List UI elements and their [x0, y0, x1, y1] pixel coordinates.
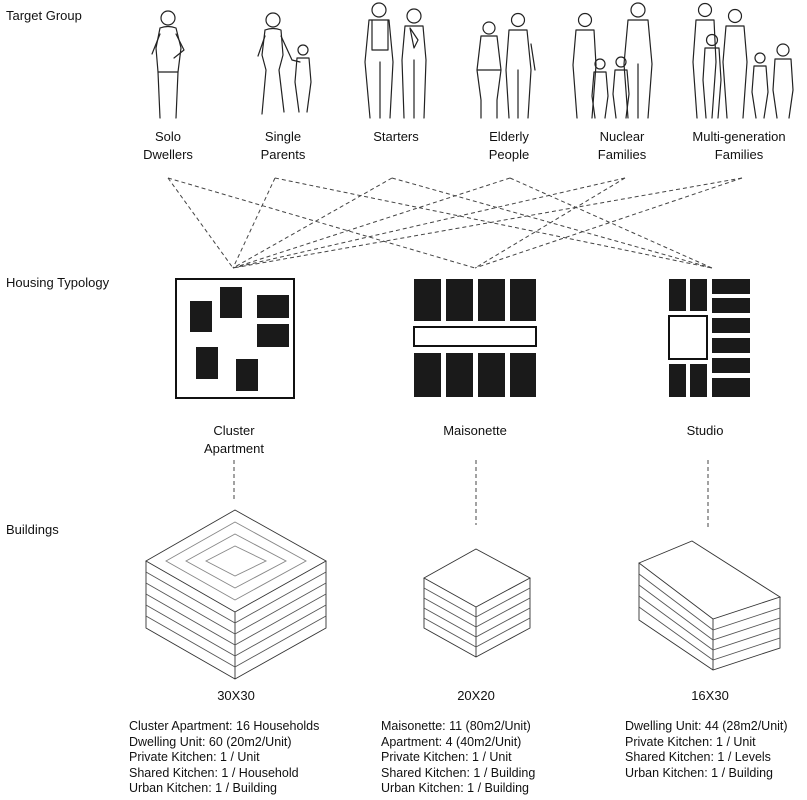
target-group-label-starters: Starters — [373, 129, 419, 144]
building-dimension-30x30: 30X30 — [217, 688, 255, 703]
target-group-label-nuclear-families: Nuclear Families — [597, 129, 647, 162]
couple-figure-icon — [364, 2, 427, 119]
elderly-couple-figure-icon — [476, 12, 536, 119]
building-dimension-16x30: 16X30 — [691, 688, 729, 703]
target-group-label-solo-dwellers: Solo Dwellers — [143, 129, 193, 162]
spec-line: Maisonette: 11 (80m2/Unit) — [381, 719, 531, 733]
cluster-apartment-plan-icon — [175, 278, 295, 399]
nuclear-family-figure-icon — [572, 2, 653, 119]
target-group-label-multi-generation-families: Multi-generation Families — [692, 129, 786, 162]
spec-line: Private Kitchen: 1 / Unit — [129, 750, 260, 764]
section-label-housing-typology: Housing Typology — [6, 275, 110, 290]
building-dimension-20x20: 20X20 — [457, 688, 495, 703]
spec-line: Urban Kitchen: 1 / Building — [381, 781, 530, 795]
spec-line: Private Kitchen: 1 / Unit — [625, 734, 756, 749]
building-specs-16x30: Dwelling Unit: 44 (28m2/Unit) Private Ki… — [625, 719, 788, 781]
connector-line — [474, 177, 626, 269]
connector-line — [509, 177, 713, 269]
connector-line — [232, 177, 276, 269]
spec-line: Apartment: 4 (40m2/Unit) — [381, 734, 522, 749]
connector-line — [232, 177, 393, 269]
building-specs-20x20: Maisonette: 11 (80m2/Unit) Apartment: 4 … — [381, 719, 535, 797]
connector-line — [167, 177, 476, 269]
connector-line — [232, 177, 743, 269]
spec-line: Dwelling Unit: 44 (28m2/Unit) — [625, 719, 788, 733]
building-volume-16x30-icon — [638, 540, 782, 671]
typology-label-maisonette: Maisonette — [443, 423, 507, 438]
spec-line: Shared Kitchen: 1 / Household — [129, 765, 299, 780]
spec-line: Shared Kitchen: 1 / Levels — [625, 750, 771, 764]
building-volume-30x30-icon — [145, 509, 327, 680]
section-label-buildings: Buildings — [6, 522, 59, 537]
target-group-label-single-parents: Single Parents — [260, 129, 306, 162]
spec-line: Private Kitchen: 1 / Unit — [381, 750, 512, 764]
studio-plan-icon — [668, 279, 750, 397]
typology-label-studio: Studio — [686, 423, 724, 438]
connector-line — [167, 177, 234, 269]
spec-line: Urban Kitchen: 1 / Building — [129, 781, 278, 795]
multi-generation-family-figure-icon — [692, 2, 794, 119]
building-volume-20x20-icon — [423, 548, 531, 658]
parent-and-child-figure-icon — [257, 12, 312, 115]
connector-line — [474, 177, 743, 269]
spec-line: Shared Kitchen: 1 / Building — [381, 765, 536, 780]
spec-line: Cluster Apartment: 16 Households — [129, 719, 320, 733]
typology-label-cluster-apartment: Cluster Apartment — [204, 423, 264, 456]
building-specs-30x30: Cluster Apartment: 16 Households Dwellin… — [129, 719, 319, 797]
section-label-target-group: Target Group — [6, 8, 82, 23]
maisonette-plan-icon — [413, 279, 537, 397]
connector-line — [274, 177, 713, 269]
single-person-figure-icon — [151, 10, 185, 119]
spec-line: Dwelling Unit: 60 (20m2/Unit) — [129, 734, 292, 749]
target-group-label-elderly-people: Elderly People — [488, 129, 530, 162]
spec-line: Urban Kitchen: 1 / Building — [625, 765, 774, 780]
